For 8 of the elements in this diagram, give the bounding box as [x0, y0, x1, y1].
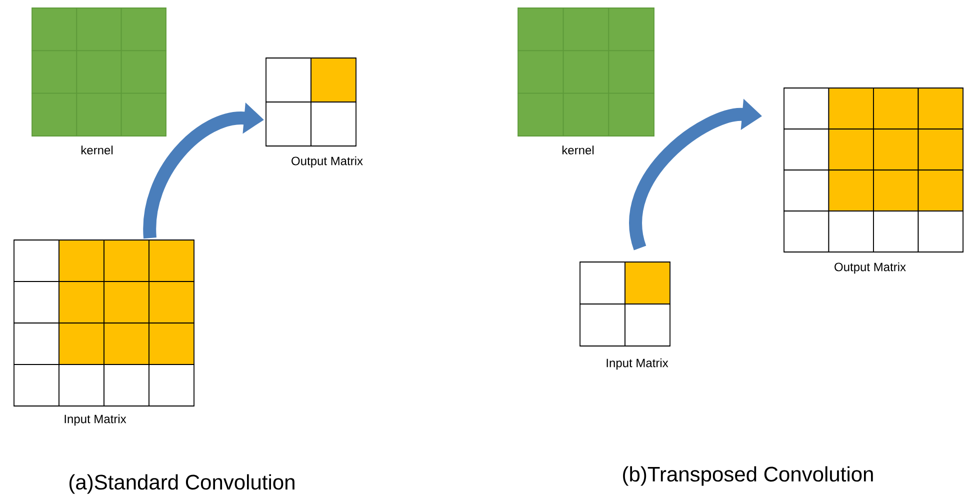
caption: (b)Transposed Convolution: [623, 466, 873, 486]
grid-label: Input Matrix: [64, 414, 126, 426]
grid-label: Output Matrix: [292, 156, 363, 168]
grid-label: Input Matrix: [606, 358, 668, 370]
grid-label: Output Matrix: [834, 262, 906, 274]
grid-label: kernel: [81, 146, 113, 154]
caption: (a)Standard Convolution: [69, 474, 294, 494]
grid-label: kernel: [562, 146, 594, 154]
